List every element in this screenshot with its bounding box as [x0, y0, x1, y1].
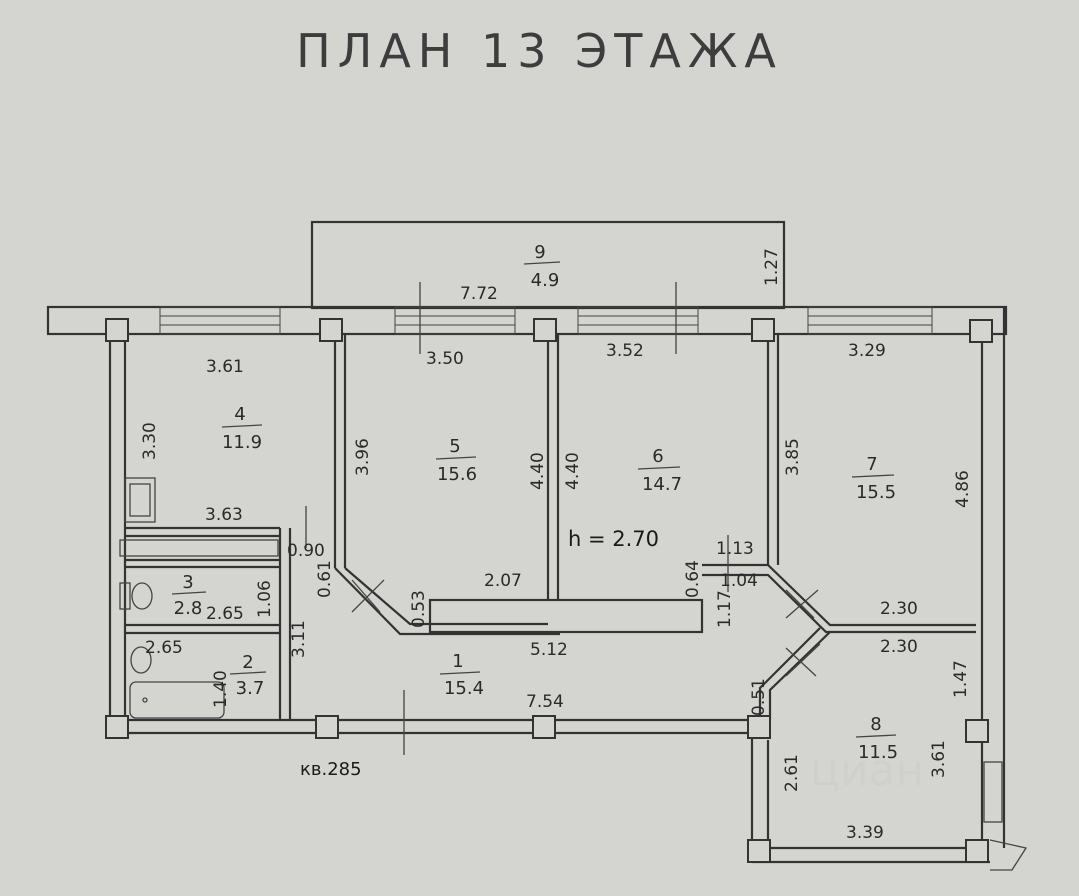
room-label-4: 4 11.9 — [222, 404, 262, 453]
dim-balcony-len: 7.72 — [460, 284, 498, 304]
dim-r6-small: 0.64 — [683, 560, 703, 598]
dim-hall-113: 1.13 — [716, 539, 754, 559]
dim-balcony-w: 1.27 — [762, 248, 782, 286]
room-label-5: 5 15.6 — [435, 436, 477, 485]
svg-text:11.9: 11.9 — [222, 432, 262, 453]
dim-r4-bottom: 3.63 — [205, 505, 243, 525]
window-group — [159, 306, 933, 335]
dim-r7-left: 3.85 — [783, 438, 803, 476]
svg-text:8: 8 — [870, 714, 881, 735]
dim-r5-top: 3.50 — [426, 349, 464, 369]
room-label-6: 6 14.7 — [637, 446, 682, 495]
svg-text:15.6: 15.6 — [437, 464, 477, 485]
watermark: циан — [810, 745, 924, 796]
room-label-1: 1 15.4 — [439, 651, 484, 699]
outer-walls — [108, 307, 1028, 871]
svg-text:2: 2 — [242, 652, 253, 673]
dim-hall-754: 7.54 — [526, 692, 564, 712]
svg-text:4: 4 — [234, 404, 245, 425]
svg-text:7: 7 — [866, 454, 877, 475]
dim-r7-right: 4.86 — [953, 470, 973, 508]
svg-text:14.7: 14.7 — [642, 474, 682, 495]
dim-corr-311: 3.11 — [289, 620, 309, 658]
room-label-9: 9 4.9 — [523, 242, 561, 291]
dimension-labels-vertical: 1.27 3.30 3.96 4.40 4.40 3.85 4.86 0.61 … — [140, 248, 973, 792]
svg-text:4.9: 4.9 — [531, 270, 560, 291]
dim-r7-top: 3.29 — [848, 341, 886, 361]
dim-r8-diag: 0.51 — [749, 678, 769, 716]
dim-r3-106: 1.06 — [255, 580, 275, 618]
svg-text:1: 1 — [452, 651, 463, 672]
dim-r4-side: 3.30 — [140, 422, 160, 460]
dim-corr-090: 0.90 — [287, 541, 325, 561]
structural-columns — [105, 318, 993, 863]
dim-r7-bottom: 2.30 — [880, 599, 918, 619]
ceiling-height-label: h = 2.70 — [568, 527, 659, 551]
dim-r8-right: 3.61 — [929, 740, 949, 778]
dim-r4-top: 3.61 — [206, 357, 244, 377]
svg-text:11.5: 11.5 — [858, 742, 898, 763]
dim-r5-right: 4.40 — [528, 452, 548, 490]
dim-hall-117: 1.17 — [715, 590, 735, 628]
door-marks — [305, 282, 821, 755]
svg-text:3: 3 — [182, 572, 193, 593]
apartment-number-label: кв.285 — [300, 759, 362, 780]
shelf — [119, 539, 279, 557]
dim-r8-bottom: 3.39 — [846, 823, 884, 843]
svg-text:3.7: 3.7 — [236, 678, 265, 699]
room-label-7: 7 15.5 — [851, 454, 896, 503]
room-label-8: 8 11.5 — [855, 714, 898, 763]
dim-hall-104: 1.04 — [720, 571, 758, 591]
toilet-icon — [119, 582, 153, 610]
room-label-2: 2 3.7 — [229, 652, 267, 699]
dimension-labels-horizontal: 7.72 3.61 3.50 3.52 3.29 3.63 0.90 2.07 … — [145, 284, 918, 843]
page-title: ПЛАН 13 ЭТАЖА — [296, 24, 783, 78]
dim-hall-512: 5.12 — [530, 640, 568, 660]
dim-r2-140: 1.40 — [211, 670, 231, 708]
dim-corr-061: 0.61 — [315, 560, 335, 598]
svg-text:6: 6 — [652, 446, 663, 467]
sink-icon — [124, 477, 156, 523]
bathtub-icon — [129, 646, 225, 719]
dim-r8-top: 2.30 — [880, 637, 918, 657]
svg-text:15.5: 15.5 — [856, 482, 896, 503]
svg-text:15.4: 15.4 — [444, 678, 484, 699]
svg-text:5: 5 — [449, 436, 460, 457]
svg-text:9: 9 — [534, 242, 545, 263]
interior-walls — [125, 334, 976, 720]
dim-r3-265: 2.65 — [206, 604, 244, 624]
dim-r8-left: 2.61 — [782, 754, 802, 792]
dim-r2-265: 2.65 — [145, 638, 183, 658]
svg-text:2.8: 2.8 — [174, 598, 203, 619]
dim-r6-left: 4.40 — [563, 452, 583, 490]
dim-r5-side: 3.96 — [353, 438, 373, 476]
dim-r5-diag: 0.53 — [409, 590, 429, 628]
top-wall — [46, 305, 1008, 336]
dim-r6-top: 3.52 — [606, 341, 644, 361]
balcony-outline — [310, 220, 786, 310]
room-label-3: 3 2.8 — [171, 572, 207, 619]
dim-r8-right-upper: 1.47 — [951, 660, 971, 698]
dim-r5-bottom: 2.07 — [484, 571, 522, 591]
